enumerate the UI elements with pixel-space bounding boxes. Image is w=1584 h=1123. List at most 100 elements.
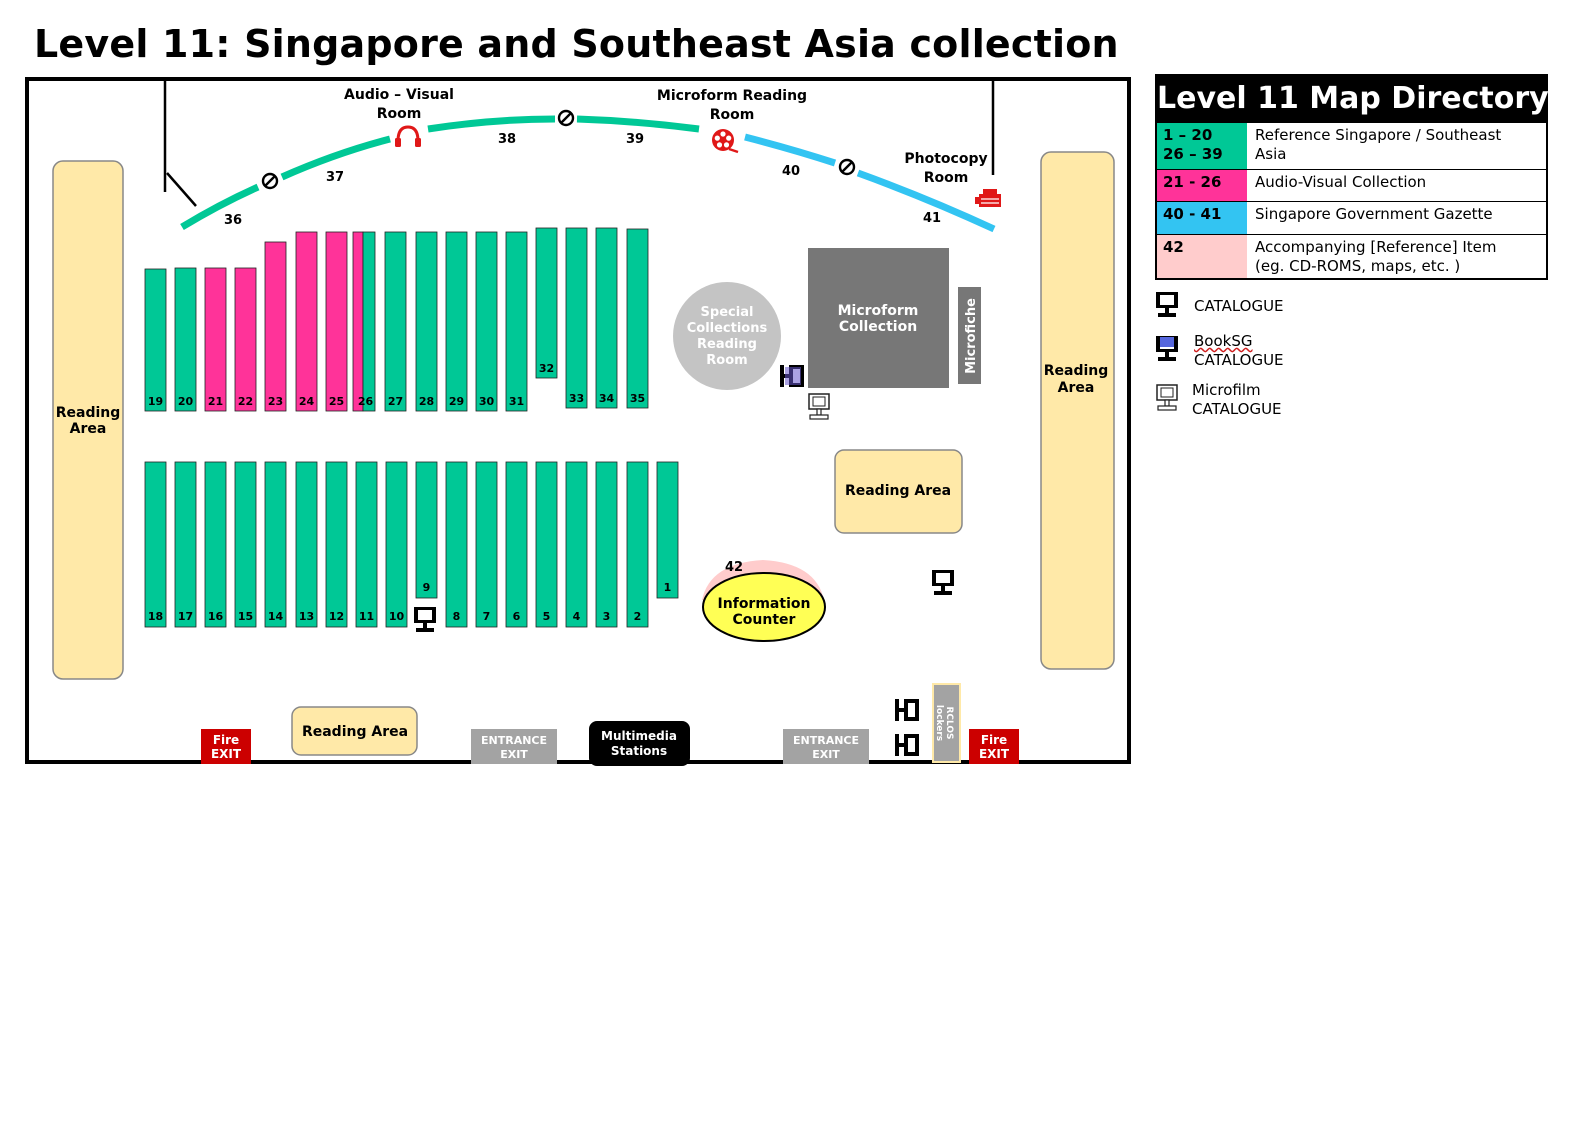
shelf-7: 7 [475, 461, 498, 628]
shelf-label: 30 [479, 395, 495, 408]
reading-area-left [52, 160, 124, 680]
catalogue-terminal-icon [414, 607, 436, 632]
rclos-lockers-text: RCLOS lockers [934, 705, 954, 741]
microform-collection-label: Microform [838, 303, 919, 319]
entrance-exit-left[interactable] [471, 729, 557, 764]
shelf-label: 15 [238, 610, 253, 623]
entrance-exit-label: ENTRANCE [793, 734, 859, 747]
shelf-label: 13 [299, 610, 314, 623]
rclos-label: RCLOS [944, 706, 954, 739]
information-counter-label: Information [718, 596, 811, 612]
audio-visual-room-label: Audio – Visual [344, 87, 454, 103]
film-reel-icon [712, 129, 739, 154]
multimedia-stations [589, 721, 690, 766]
shelf-label: 8 [453, 610, 461, 623]
shelf-label: 12 [329, 610, 344, 623]
audio-visual-room-label: Room [377, 106, 422, 122]
shelf-21: 21 [204, 267, 227, 412]
shelf-label: 26 [358, 395, 374, 408]
photocopy-room-label: Photocopy [904, 151, 987, 167]
shelf-2: 2 [626, 461, 649, 628]
catalogue-terminal-icon [895, 734, 919, 756]
reading-area-label: Area [1058, 380, 1095, 396]
shelf-9: 9 [415, 461, 438, 599]
shelf-3: 3 [595, 461, 618, 628]
legend-label: CATALOGUE [1194, 297, 1284, 315]
legend-label-booksg: BookSG [1194, 332, 1253, 350]
microfilm-terminal-icon [1156, 384, 1178, 411]
shelf-35: 35 [626, 228, 649, 409]
special-collections-label: Special [701, 305, 754, 320]
shelf-label: 21 [208, 395, 223, 408]
legend-label-microfilm: Microfilm [1192, 381, 1261, 399]
shelf-13: 13 [295, 461, 318, 628]
arc-shelf-40 [744, 133, 837, 167]
shelf-22: 22 [234, 267, 257, 412]
shelf-label: 31 [509, 395, 524, 408]
fire-exit-right[interactable] [969, 729, 1019, 764]
multimedia-stations-label: Multimedia [601, 729, 677, 743]
directory-row: 40 - 41 Singapore Government Gazette [1157, 201, 1546, 234]
shelf-14: 14 [264, 461, 287, 628]
reading-area-bottom [291, 706, 418, 756]
shelf-label: 22 [238, 395, 253, 408]
shelf-label: 17 [178, 610, 193, 623]
arc-label: 41 [923, 211, 941, 226]
item-42-label: 42 [725, 560, 743, 575]
no-entry-icon [838, 158, 856, 176]
no-entry-icon [557, 109, 575, 127]
legend-label-catalogue: CATALOGUE [1194, 351, 1284, 369]
shelf-5: 5 [535, 461, 558, 628]
shelf-label: 25 [329, 395, 344, 408]
shelf-34: 34 [595, 227, 618, 409]
fire-exit-left[interactable] [201, 729, 251, 764]
microfilm-terminal-icon [808, 393, 830, 420]
fire-exit-label: EXIT [211, 747, 242, 761]
shelf-1: 1 [656, 461, 679, 599]
arc-shelf-41 [856, 169, 996, 233]
shelf-label: 23 [268, 395, 283, 408]
rclos-label: lockers [934, 705, 944, 741]
page-title: Level 11: Singapore and Southeast Asia c… [34, 22, 1119, 66]
reading-area-right [1040, 151, 1115, 670]
directory-description: Reference Singapore / Southeast Asia [1255, 126, 1502, 163]
arc-shelf-38 [427, 115, 556, 133]
shelf-label: 19 [148, 395, 163, 408]
reading-area-label: Reading Area [845, 483, 951, 499]
reading-area-label: Reading [1044, 363, 1109, 379]
shelf-6: 6 [505, 461, 528, 628]
shelf-label: 16 [208, 610, 224, 623]
arc-label: 36 [224, 213, 242, 228]
special-collections-label: Reading [697, 337, 757, 352]
shelf-18: 18 [144, 461, 167, 628]
shelf-28: 28 [415, 231, 438, 412]
shelf-20: 20 [174, 267, 197, 412]
shelf-8: 8 [445, 461, 468, 628]
shelf-16: 16 [204, 461, 227, 628]
directory-row: 1 – 20 26 – 39 Reference Singapore / Sou… [1157, 122, 1546, 169]
directory-description: Accompanying [Reference] Item (eg. CD-RO… [1255, 238, 1497, 275]
shelf-31: 31 [505, 231, 528, 412]
shelf-label: 34 [599, 392, 615, 405]
directory-description: Singapore Government Gazette [1255, 205, 1493, 223]
microfiche [958, 287, 981, 384]
shelf-23: 23 [264, 241, 287, 412]
entrance-exit-label: EXIT [812, 748, 840, 761]
floor-map [25, 77, 1131, 764]
shelf-label: 10 [389, 610, 405, 623]
arc-shelf-37 [280, 135, 391, 181]
legend-label-catalogue: CATALOGUE [1192, 400, 1282, 418]
shelf-label: 14 [268, 610, 284, 623]
directory-code: 1 – 20 26 – 39 [1157, 123, 1247, 169]
shelf-29: 29 [445, 231, 468, 412]
reading-area-label: Reading Area [302, 724, 408, 740]
shelf-label: 9 [423, 581, 431, 594]
wall-line [166, 172, 197, 207]
shelf-label: 5 [543, 610, 551, 623]
catalogue-terminal-icon [895, 699, 919, 721]
entrance-exit-right[interactable] [783, 729, 869, 764]
shelf-label: 27 [388, 395, 403, 408]
